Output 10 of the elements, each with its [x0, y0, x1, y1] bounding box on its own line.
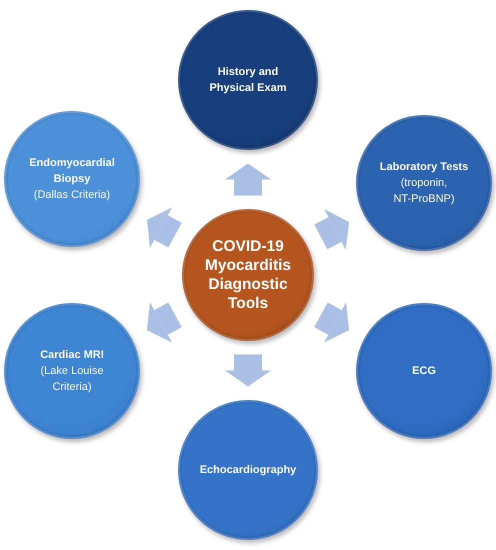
hub-title: COVID-19 Myocarditis Diagnostic Tools: [204, 237, 292, 313]
tool-name: ECG: [412, 364, 436, 379]
tool-name: Laboratory Tests: [380, 160, 468, 175]
tool-name: Cardiac MRI: [40, 348, 104, 363]
tool-name: Echocardiography: [200, 463, 296, 478]
tool-name: History and Physical Exam: [208, 65, 288, 96]
tool-detail: (Lake Louise Criteria): [40, 364, 104, 395]
tool-detail: (Dallas Criteria): [34, 188, 110, 203]
tool-detail: (troponin, NT-ProBNP): [392, 176, 456, 207]
tool-name: Endomyocardial Biopsy: [28, 156, 116, 187]
